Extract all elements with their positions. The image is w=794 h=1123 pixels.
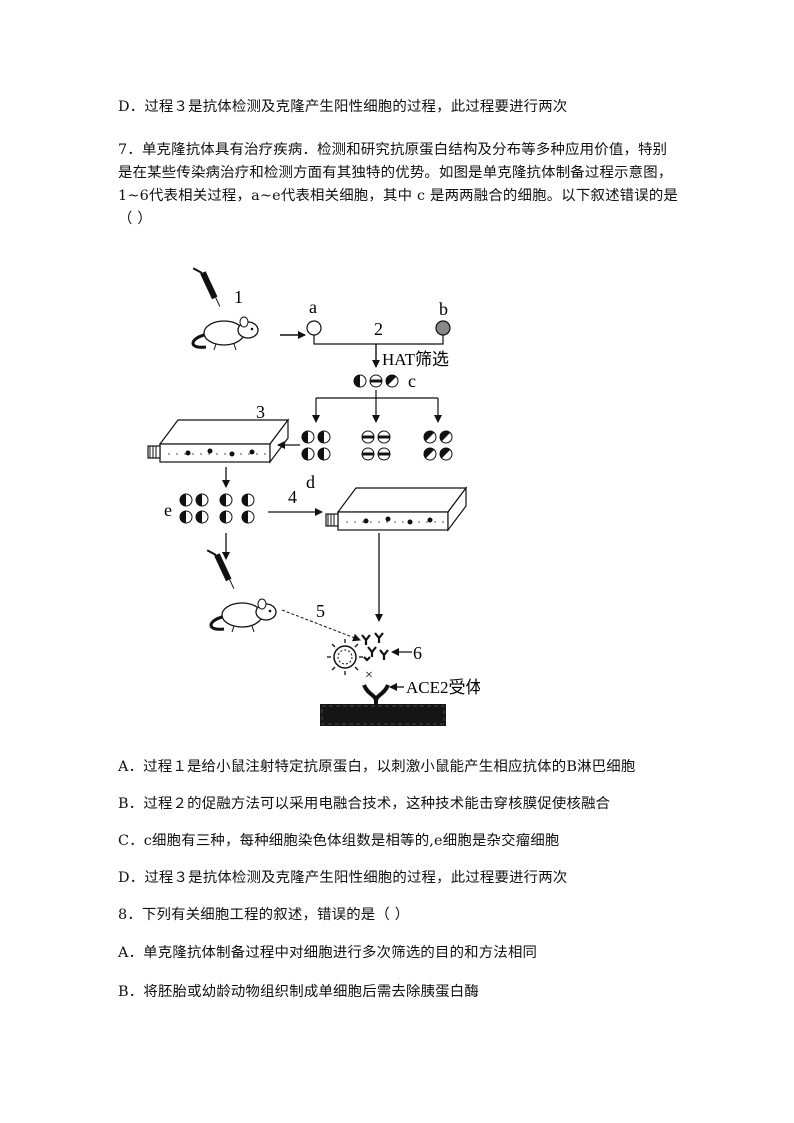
label-step-2: 2 [374,319,383,339]
cell-b [435,320,451,336]
cell-group-e [179,493,255,524]
cell-group-aa [423,430,453,461]
syringe-2-icon [206,546,235,590]
label-e: e [164,500,172,520]
label-d: d [306,472,315,492]
cell-group-hybridoma [301,430,331,461]
question-7-line-1: 7．单克隆抗体具有治疗疾病．检测和研究抗原蛋白结构及分布等多种应用价值，特别 [118,142,668,158]
culture-flask-3 [147,419,289,463]
label-a: a [309,297,317,317]
label-step-1: 1 [234,287,243,307]
question-7-line-3: 1~6代表相关过程，a~e代表相关细胞，其中 c 是两两融合的细胞。以下叙述错误… [118,188,679,204]
label-ace2-receptor: ACE2受体 [406,678,480,697]
question-8: 8．下列有关细胞工程的叙述，错误的是（ ） [118,907,410,923]
cell-membrane [320,704,446,726]
option-d: D．过程３是抗体检测及克隆产生阳性细胞的过程，此过程要进行两次 [118,870,568,886]
option-b: B．过程２的促融方法可以采用电融合技术，这种技术能击穿核膜促使核融合 [118,796,611,812]
label-step-5: 5 [316,601,325,621]
label-hat-selection: HAT筛选 [382,350,449,369]
cell-group-bb [361,430,391,461]
culture-flask-4 [325,487,467,531]
cell-a [306,320,322,336]
question-8-option-b: B．将胚胎或幼龄动物组织制成单细胞后需去除胰蛋白酶 [118,984,479,1000]
mouse-injection-2 [209,597,278,634]
option-a: A．过程１是给小鼠注射特定抗原蛋白，以刺激小鼠能产生相应抗体的B淋巴细胞 [118,759,636,775]
question-8-option-a: A．单克隆抗体制备过程中对细胞进行多次筛选的目的和方法相同 [118,945,538,961]
label-step-6: 6 [413,643,422,663]
label-c: c [408,371,416,391]
antibody-cluster [361,632,389,662]
question-7-line-4: （ ） [118,211,152,227]
option-d-prev: D．过程３是抗体检测及克隆产生阳性细胞的过程，此过程要进行两次 [118,99,568,115]
syringe-1-icon [192,264,221,308]
label-b: b [439,299,448,319]
question-7-line-2: 是在某些传染病治疗和检测方面有其独特的优势。如图是单克隆抗体制备过程示意图， [118,165,673,181]
option-c: C．c细胞有三种，每种细胞染色体组数是相等的,e细胞是杂交瘤细胞 [118,833,560,849]
mouse-injection-1 [191,315,260,352]
block-symbol: × [365,668,373,683]
virus-icon [327,639,363,675]
label-step-4: 4 [288,487,297,507]
monoclonal-antibody-diagram: 1 a b 2 HAT筛选 c d 3 e 4 [147,264,480,726]
ace2-receptor-icon [362,684,390,702]
label-step-3: 3 [256,402,265,422]
